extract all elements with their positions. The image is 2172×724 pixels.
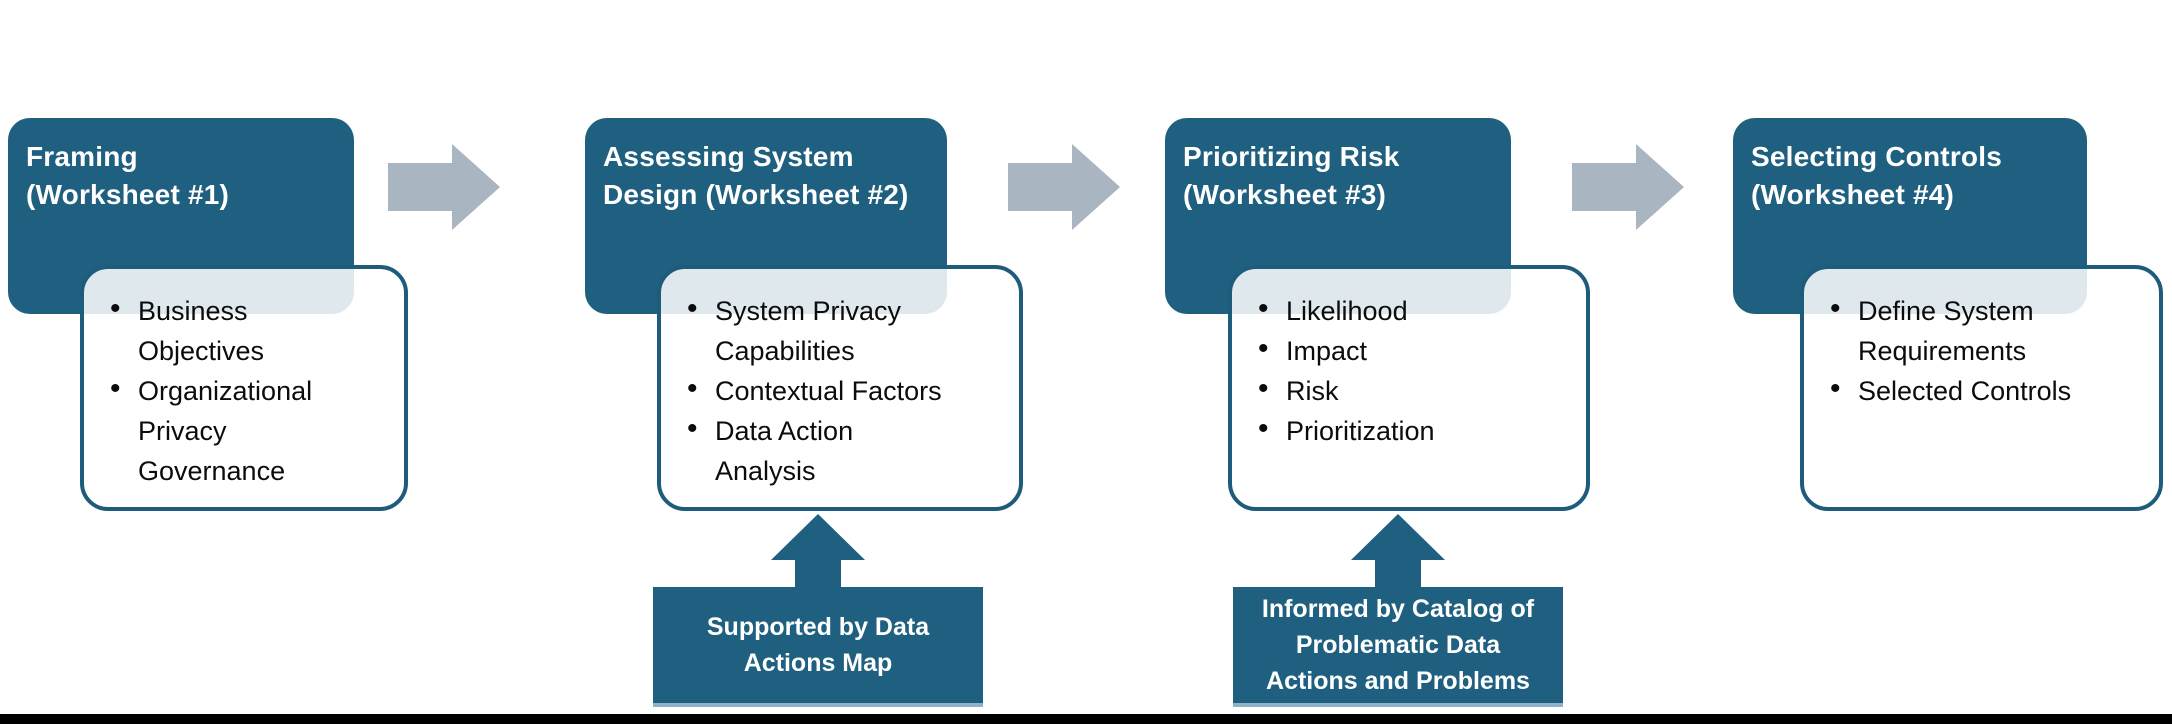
bullet-item: System Privacy Capabilities (685, 289, 1005, 371)
callout-problematic-data-actions: Informed by Catalog of Problematic Data … (1233, 587, 1563, 707)
bullet-item: Organizational Privacy Governance (108, 369, 390, 491)
bullet-item: Business Objectives (108, 289, 390, 371)
bullet-list: System Privacy Capabilities Contextual F… (685, 289, 1005, 491)
callout-text: Informed by Catalog of Problematic Data … (1261, 595, 1535, 695)
stage-content-prioritizing: Likelihood Impact Risk Prioritization (1228, 265, 1590, 511)
up-arrow-icon (1351, 514, 1445, 590)
bullet-list: Business Objectives Organizational Priva… (108, 289, 390, 491)
bullet-item: Define System Requirements (1828, 289, 2145, 371)
bullet-item: Prioritization (1256, 409, 1572, 451)
bullet-item: Data Action Analysis (685, 409, 1005, 491)
bullet-item: Contextual Factors (685, 369, 1005, 411)
right-arrow-icon (1008, 144, 1120, 230)
callout-text: Supported by Data Actions Map (706, 613, 930, 677)
bullet-item: Selected Controls (1828, 369, 2145, 411)
right-arrow-icon (1572, 144, 1684, 230)
stage-content-assessing: System Privacy Capabilities Contextual F… (657, 265, 1023, 511)
bottom-border-bar (0, 714, 2172, 724)
stage-title: Assessing System Design (Worksheet #2) (603, 141, 909, 210)
bullet-list: Likelihood Impact Risk Prioritization (1256, 289, 1572, 451)
bullet-list: Define System Requirements Selected Cont… (1828, 289, 2145, 411)
stage-content-selecting: Define System Requirements Selected Cont… (1800, 265, 2163, 511)
stage-title: Prioritizing Risk (Worksheet #3) (1183, 141, 1400, 210)
bullet-item: Impact (1256, 329, 1572, 371)
callout-data-actions-map: Supported by Data Actions Map (653, 587, 983, 707)
stage-title: Selecting Controls (Worksheet #4) (1751, 141, 2002, 210)
bullet-item: Likelihood (1256, 289, 1572, 331)
right-arrow-icon (388, 144, 500, 230)
stage-content-framing: Business Objectives Organizational Priva… (80, 265, 408, 511)
up-arrow-icon (771, 514, 865, 590)
bullet-item: Risk (1256, 369, 1572, 411)
stage-title: Framing (Worksheet #1) (26, 141, 230, 210)
